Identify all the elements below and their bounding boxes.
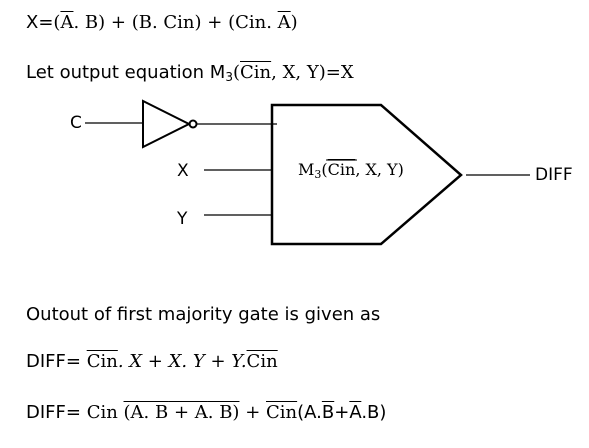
gate-label-sub: 3	[314, 168, 321, 181]
eq4-terms: . X + X. Y + Y.	[117, 351, 247, 372]
gate-label: M3(Cin, X, Y)	[298, 160, 404, 181]
eq5-tail1: (A.	[297, 402, 322, 423]
eq5-plus: +	[239, 402, 266, 423]
gate-label-cin-bar: Cin	[328, 160, 356, 179]
input-y-label: Y	[176, 209, 188, 229]
eq5-over-part3: . B)	[207, 402, 240, 423]
input-x-label: X	[177, 161, 189, 181]
eq2-subscript: 3	[225, 70, 233, 84]
eq2-cin-bar: Cin	[240, 62, 272, 83]
eq2-text: Let output equation M	[26, 62, 226, 83]
inverter-bubble	[188, 119, 198, 129]
eq5-lhs: DIFF=	[26, 402, 87, 423]
eq5-tail2: +	[334, 402, 350, 423]
eq5-a-bar: A	[349, 402, 362, 423]
eq4-cin-bar-2: Cin	[246, 351, 278, 372]
eq5-over-part1: (A. B	[123, 402, 169, 423]
eq1-close-paren: )	[290, 12, 298, 33]
diff-equation-2: DIFF= Cin (A. B + A. B) + Cin(A.B+A.B)	[26, 402, 386, 424]
input-c-label: C	[70, 113, 82, 133]
eq5-cin-bar: Cin	[266, 402, 298, 423]
diff-equation-1: DIFF= Cin. X + X. Y + Y.Cin	[26, 351, 278, 373]
eq2-rest: , X, Y)=X	[271, 62, 354, 83]
equation-x-definition: X=(A. B) + (B. Cin) + (Cin. A)	[26, 12, 298, 34]
eq1-a-bar: A	[60, 12, 74, 33]
gate-label-open: (	[321, 160, 327, 179]
eq5-overlined-group: (A. B + A. B)	[124, 402, 240, 423]
eq5-cin: Cin	[86, 402, 124, 423]
inverter-gate	[142, 99, 192, 149]
eq3-text: Outout of first majority gate is given a…	[26, 304, 381, 325]
eq1-plus-1: +	[105, 12, 132, 33]
output-label: DIFF	[535, 165, 573, 185]
majority-gate-body	[270, 103, 463, 246]
eq5-b-bar: B	[321, 402, 335, 423]
eq1-plus-2: +	[201, 12, 229, 33]
eq1-term1-rest: . B)	[73, 12, 106, 33]
output-equation-statement: Let output equation M3(Cin, X, Y)=X	[26, 62, 354, 88]
eq4-lhs: DIFF=	[26, 351, 87, 372]
eq1-term2: (B. Cin)	[131, 12, 202, 33]
eq1-lhs: X=	[26, 12, 54, 33]
gate-label-rest: , X, Y)	[355, 160, 404, 179]
eq2-open: (	[232, 62, 240, 83]
eq5-tail3: .B)	[361, 402, 387, 423]
eq1-term3: (Cin.	[228, 12, 278, 33]
eq5-over-part2: + A	[168, 402, 208, 423]
majority-gate-output-statement: Outout of first majority gate is given a…	[26, 304, 380, 326]
eq4-cin-bar: Cin	[86, 351, 118, 372]
eq1-open-paren: (	[53, 12, 61, 33]
eq1-a-bar-2: A	[277, 12, 291, 33]
gate-label-m: M	[298, 160, 314, 179]
